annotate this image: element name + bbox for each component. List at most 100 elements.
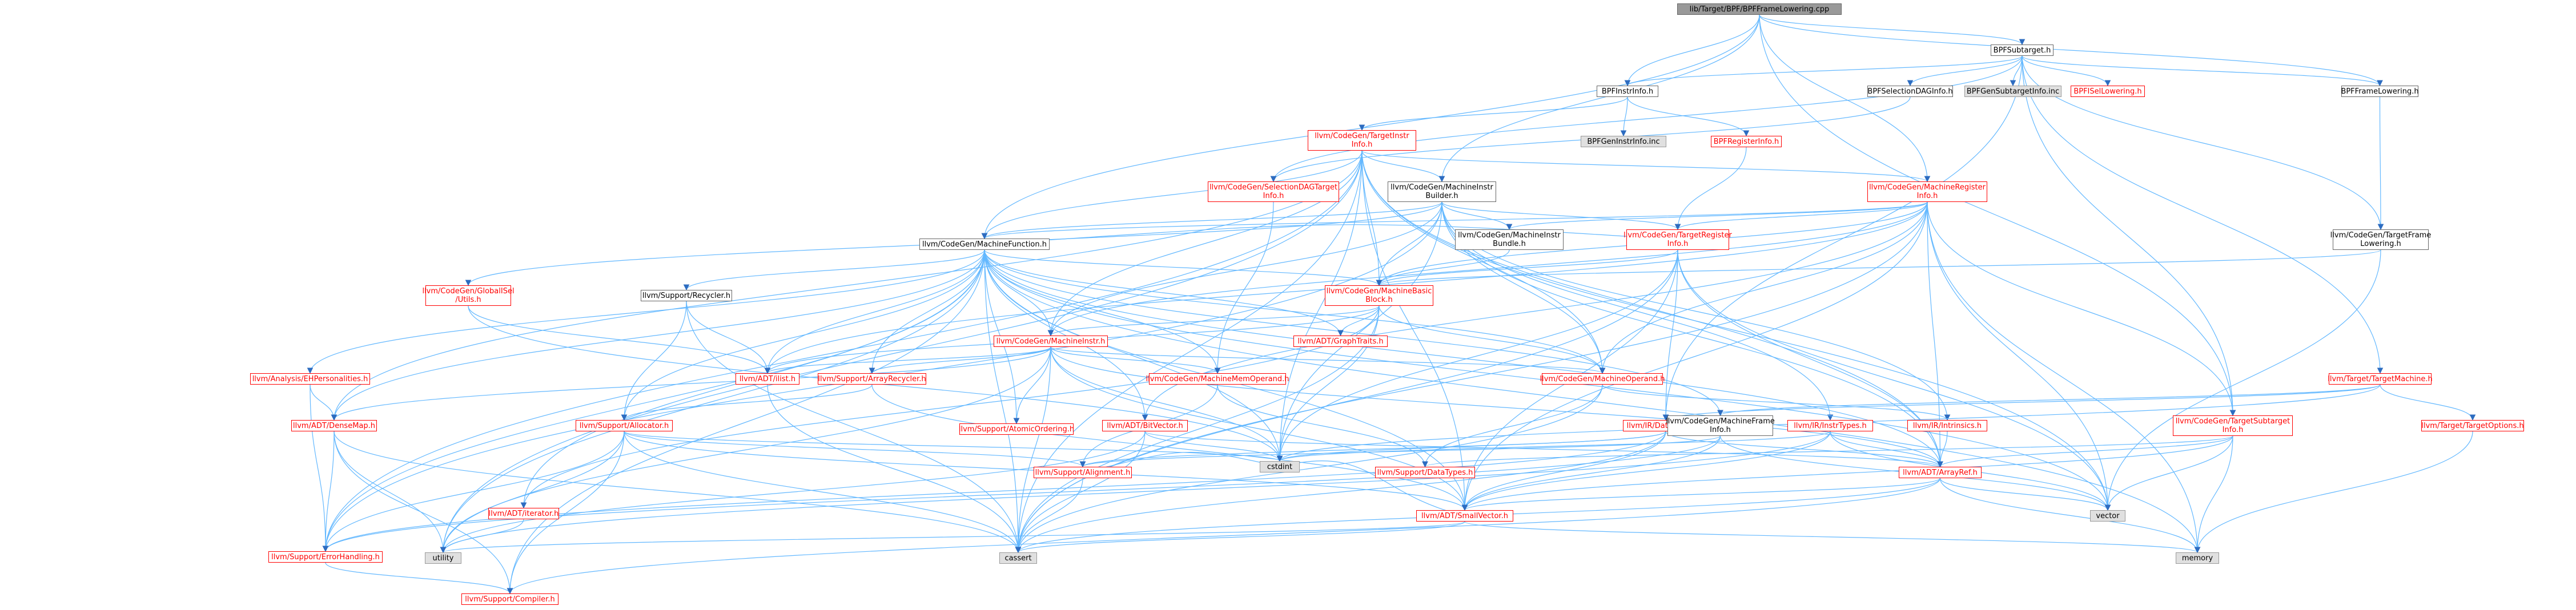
node-errhandling[interactable]: llvm/Support/ErrorHandling.h <box>268 551 383 563</box>
edge-recycler-to-ilist <box>686 301 771 374</box>
node-graphtraits[interactable]: llvm/ADT/GraphTraits.h <box>1293 336 1388 347</box>
edge-mfunc-to-ilist <box>764 249 985 374</box>
node-minstr[interactable]: llvm/CodeGen/MachineInstr.h <box>994 336 1108 347</box>
edge-bitvector-to-arrayref <box>1144 431 1943 468</box>
edge-mreginfo-to-vector <box>1927 201 2111 511</box>
node-instrinfo[interactable]: BPFInstrInfo.h <box>1597 86 1658 97</box>
node-geninstr[interactable]: BPFGenInstrInfo.inc <box>1581 136 1666 147</box>
node-sdagtarget[interactable]: llvm/CodeGen/SelectionDAGTarget Info.h <box>1208 181 1339 202</box>
edge-tii-to-densemap <box>331 150 1363 421</box>
edge-mfunc-to-arrayref <box>984 249 1943 468</box>
node-compiler[interactable]: llvm/Support/Compiler.h <box>461 593 558 605</box>
edge-subtarget-to-framelow <box>2022 55 2383 87</box>
node-tii[interactable]: llvm/CodeGen/TargetInstr Info.h <box>1308 130 1416 151</box>
edge-bitvector-to-cstdint <box>1144 431 1283 462</box>
node-arrrecycler[interactable]: llvm/Support/ArrayRecycler.h <box>818 373 926 385</box>
edge-allocator-to-errhandling <box>322 431 625 552</box>
edge-mibuilder-to-minstr <box>1047 201 1442 337</box>
edge-alignment-to-cstdint <box>1082 451 1281 473</box>
edge-tsi-to-smallvec <box>1461 435 2233 511</box>
edge-arrayref-to-smallvec <box>1461 478 1941 511</box>
edge-mfunc-to-mframeinfo <box>984 249 1723 417</box>
node-isellow[interactable]: BPFISelLowering.h <box>2071 86 2145 97</box>
edge-tii-to-errhandling <box>322 150 1363 552</box>
edge-allocator-to-utility <box>440 431 625 554</box>
edge-minstr-to-ilist <box>764 346 1051 374</box>
edge-mfunc-to-bitvector <box>984 249 1148 421</box>
node-tfl[interactable]: llvm/CodeGen/TargetFrame Lowering.h <box>2330 229 2431 250</box>
edge-errhandling-to-compiler <box>325 562 513 595</box>
edge-minstr-to-arrrecycler <box>869 346 1051 374</box>
edge-alignment-to-cassert <box>1015 478 1083 554</box>
node-datatypes[interactable]: llvm/Support/DataTypes.h <box>1375 467 1475 478</box>
node-intrinsics[interactable]: llvm/IR/Intrinsics.h <box>1907 420 1987 431</box>
node-framelow[interactable]: BPFFrameLowering.h <box>2341 86 2419 97</box>
node-vector[interactable]: vector <box>2090 510 2125 522</box>
node-instrtypes[interactable]: llvm/IR/InstrTypes.h <box>1787 420 1873 431</box>
edge-ehpers-to-densemap <box>310 384 337 421</box>
node-globalisel[interactable]: llvm/CodeGen/GlobalISel /Utils.h <box>422 285 515 306</box>
edge-tsi-to-vector <box>2104 435 2233 511</box>
node-mbb[interactable]: llvm/CodeGen/MachineBasic Block.h <box>1325 285 1433 306</box>
node-smallvec[interactable]: llvm/ADT/SmallVector.h <box>1416 510 1513 522</box>
node-tm[interactable]: llvm/Target/TargetMachine.h <box>2328 373 2433 385</box>
node-cassert[interactable]: cassert <box>999 552 1037 564</box>
edge-bitvector-to-cassert <box>1015 431 1146 554</box>
edge-sdagtarget-to-mmemop <box>1214 201 1274 374</box>
edge-mreginfo-to-minstr <box>1047 201 1928 337</box>
edge-mibuilder-to-tri <box>1441 201 1681 231</box>
edge-root-to-mibuilder <box>1438 14 1760 183</box>
edge-datalayout-to-cstdint <box>1276 431 1666 462</box>
node-memory[interactable]: memory <box>2176 552 2219 564</box>
node-bitvector[interactable]: llvm/ADT/BitVector.h <box>1102 420 1188 431</box>
edge-allocator-to-cstdint <box>624 431 1283 462</box>
node-cstdint[interactable]: cstdint <box>1260 461 1300 472</box>
edge-mibuilder-to-cstdint <box>1276 201 1442 462</box>
edge-tsi-to-arrayref <box>1937 435 2233 468</box>
edge-tri-to-cassert <box>1015 249 1678 554</box>
node-utility[interactable]: utility <box>425 552 461 564</box>
edge-tfl-to-vector <box>2104 249 2381 511</box>
node-root[interactable]: lib/Target/BPF/BPFFrameLowering.cpp <box>1677 3 1842 15</box>
node-alignment[interactable]: llvm/Support/Alignment.h <box>1034 467 1132 478</box>
edge-subtarget-to-tm <box>2022 55 2384 374</box>
node-mreginfo[interactable]: llvm/CodeGen/MachineRegister Info.h <box>1867 181 1987 202</box>
node-atomicord[interactable]: llvm/Support/AtomicOrdering.h <box>959 423 1074 435</box>
node-reginfo[interactable]: BPFRegisterInfo.h <box>1711 136 1782 147</box>
node-densemap[interactable]: llvm/ADT/DenseMap.h <box>291 420 377 431</box>
edge-mfunc-to-utility <box>440 249 985 554</box>
edge-mop-to-cassert <box>1015 384 1603 554</box>
edge-mfunc-to-densemap <box>331 249 985 421</box>
node-mmemop[interactable]: llvm/CodeGen/MachineMemOperand.h <box>1146 373 1289 385</box>
node-mframeinfo[interactable]: llvm/CodeGen/MachineFrame Info.h <box>1666 415 1775 436</box>
node-ilist[interactable]: llvm/ADT/ilist.h <box>736 373 799 385</box>
edge-densemap-to-errhandling <box>322 431 335 552</box>
node-mop[interactable]: llvm/CodeGen/MachineOperand.h <box>1540 373 1665 385</box>
edge-densemap-to-utility <box>333 431 447 554</box>
node-arrayref[interactable]: llvm/ADT/ArrayRef.h <box>1899 467 1982 478</box>
edge-mframeinfo-to-alignment <box>1080 435 1721 468</box>
edge-globalisel-to-ilist <box>468 305 771 374</box>
edge-mreginfo-to-mop <box>1599 201 1928 374</box>
edge-subtarget-to-isellow <box>2022 55 2111 87</box>
node-mibundle[interactable]: llvm/CodeGen/MachineInstr Bundle.h <box>1455 229 1564 250</box>
edge-tm-to-mframeinfo <box>1717 384 2381 417</box>
node-mfunc[interactable]: llvm/CodeGen/MachineFunction.h <box>919 239 1050 250</box>
edge-instrtypes-to-cstdint <box>1276 431 1831 462</box>
node-gensub[interactable]: BPFGenSubtargetInfo.inc <box>1964 86 2061 97</box>
edge-tm-to-topts <box>2380 384 2476 421</box>
edge-minstr-to-cstdint <box>1050 346 1283 462</box>
node-iterator[interactable]: llvm/ADT/iterator.h <box>488 508 559 519</box>
node-subtarget[interactable]: BPFSubtarget.h <box>1991 45 2053 56</box>
edge-root-to-instrinfo <box>1624 14 1760 87</box>
node-recycler[interactable]: llvm/Support/Recycler.h <box>641 290 732 301</box>
node-tsi[interactable]: llvm/CodeGen/TargetSubtarget Info.h <box>2173 415 2293 436</box>
node-topts[interactable]: llvm/Target/TargetOptions.h <box>2421 420 2524 431</box>
node-seldag[interactable]: BPFSelectionDAGInfo.h <box>1867 86 1953 97</box>
node-mibuilder[interactable]: llvm/CodeGen/MachineInstr Builder.h <box>1388 181 1496 202</box>
edge-recycler-to-cassert <box>686 301 1022 554</box>
node-allocator[interactable]: llvm/Support/Allocator.h <box>576 420 673 431</box>
node-tri[interactable]: llvm/CodeGen/TargetRegister Info.h <box>1623 229 1732 250</box>
node-ehpers[interactable]: llvm/Analysis/EHPersonalities.h <box>250 373 370 385</box>
edge-tii-to-utility <box>440 150 1363 554</box>
